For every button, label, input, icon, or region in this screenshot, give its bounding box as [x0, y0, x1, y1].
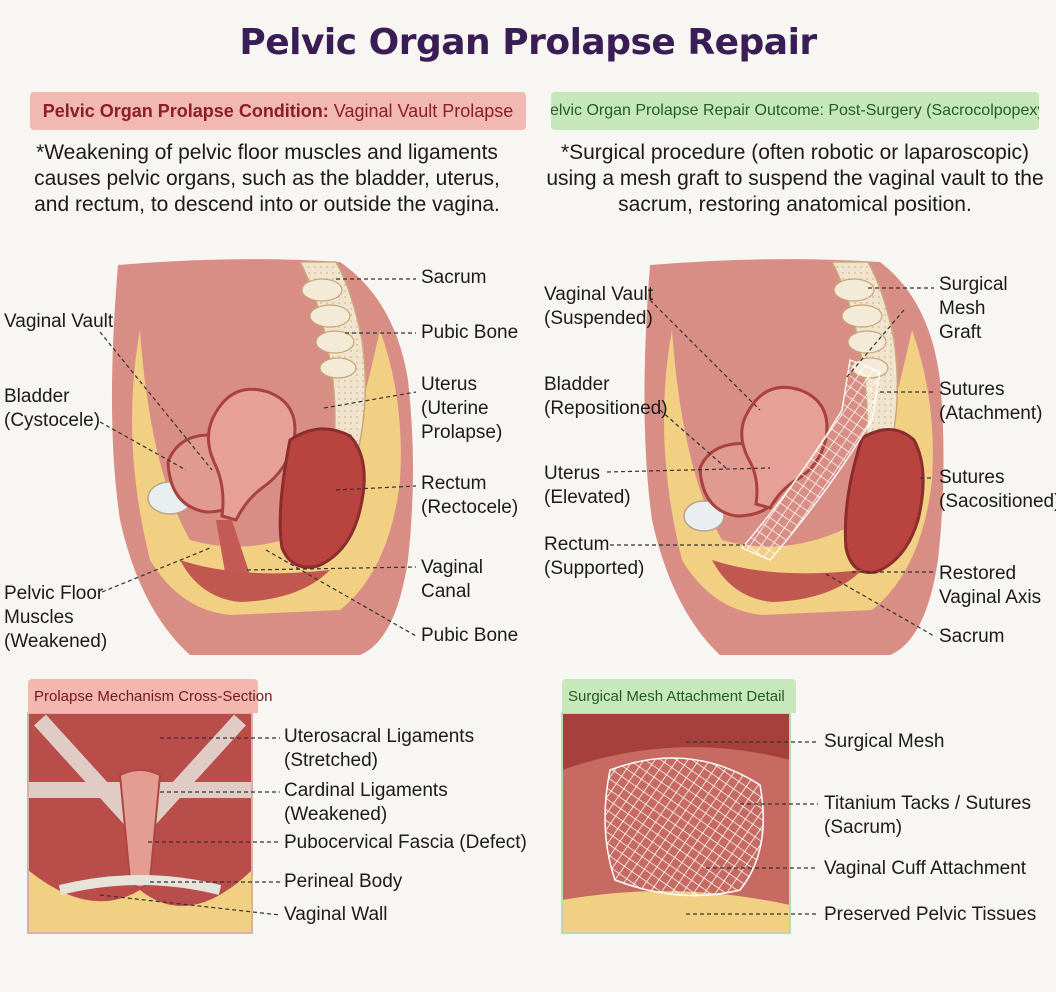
label-rectum-right: Rectum (Supported) [544, 534, 645, 579]
label-sacrum-left: Sacrum [421, 267, 487, 288]
label-sacrum-right: Sacrum [939, 626, 1005, 647]
left-rectum [278, 427, 366, 569]
label-bladder-right: Bladder (Repositioned) [544, 374, 668, 419]
label-uterus-left: Uterus (Uterine Prolapse) [421, 374, 503, 443]
label-pubic-bone-bottom-left: Pubic Bone [421, 625, 519, 646]
label-uterosacral: Uterosacral Ligaments (Stretched) [284, 726, 475, 771]
condition-banner-value: Vaginal Vault Prolapse [328, 100, 514, 121]
inset-title-prolapse: Prolapse Mechanism Cross-Section [28, 679, 272, 713]
label-cardinal: Cardinal Ligaments (Weakened) [284, 780, 448, 825]
label-sutures-attachment: Sutures (Atachment) [939, 379, 1043, 424]
outcome-description: *Surgical procedure (often robotic or la… [546, 141, 1044, 216]
label-rectum-left: Rectum (Rectocele) [421, 473, 519, 518]
inset-mesh-graft [604, 757, 765, 897]
left-uterus [207, 387, 297, 522]
outcome-banner: Pelvic Organ Prolapse Repair Outcome: Po… [551, 92, 1039, 130]
left-pelvic-floor [180, 560, 330, 602]
label-pubic-bone-top-left: Pubic Bone [421, 322, 519, 343]
condition-banner-label: Pelvic Organ Prolapse Condition: [42, 100, 329, 121]
page-title: Pelvic Organ Prolapse Repair [239, 22, 817, 63]
label-sutures-sacositioned: Sutures (Sacositioned) [939, 467, 1056, 512]
label-perineal: Perineal Body [284, 871, 403, 892]
label-vaginal-vault-right: Vaginal Vault (Suspended) [544, 284, 654, 329]
leader-lines [99, 278, 935, 916]
inset-title-mesh: Surgical Mesh Attachment Detail [562, 679, 796, 713]
label-surgical-mesh-graft: Surgical Mesh Graft [939, 274, 1008, 343]
condition-banner: Pelvic Organ Prolapse Condition: Vaginal… [30, 92, 526, 130]
prolapse-inset-image [28, 713, 252, 933]
label-titanium: Titanium Tacks / Sutures (Sacrum) [824, 793, 1031, 838]
label-pubocervical: Pubocervical Fascia (Defect) [284, 832, 527, 853]
right-pelvic-floor [712, 560, 862, 602]
mesh-inset-image [562, 713, 790, 933]
prolapse-sagittal-diagram [111, 259, 413, 655]
label-restored-axis: Restored Vaginal Axis [939, 563, 1042, 608]
right-pubic-bone [683, 500, 725, 532]
right-surgical-mesh [740, 359, 881, 561]
condition-description: *Weakening of pelvic floor muscles and l… [34, 141, 500, 216]
label-preserved: Preserved Pelvic Tissues [824, 904, 1037, 925]
label-vaginal-wall: Vaginal Wall [284, 904, 388, 925]
label-bladder-left: Bladder (Cystocele) [4, 386, 101, 431]
label-vaginal-canal-left: Vaginal Canal [421, 557, 483, 602]
label-vaginal-vault-left: Vaginal Vault [4, 311, 114, 332]
repair-sagittal-diagram [644, 259, 944, 655]
label-vaginal-cuff: Vaginal Cuff Attachment [824, 858, 1027, 879]
label-uterus-right: Uterus (Elevated) [544, 463, 631, 508]
left-vaginal-canal [216, 520, 250, 578]
right-rectum [843, 428, 925, 574]
label-pelvic-floor-left: Pelvic Floor Muscles (Weakened) [4, 583, 108, 652]
label-surgical-mesh: Surgical Mesh [824, 731, 945, 752]
